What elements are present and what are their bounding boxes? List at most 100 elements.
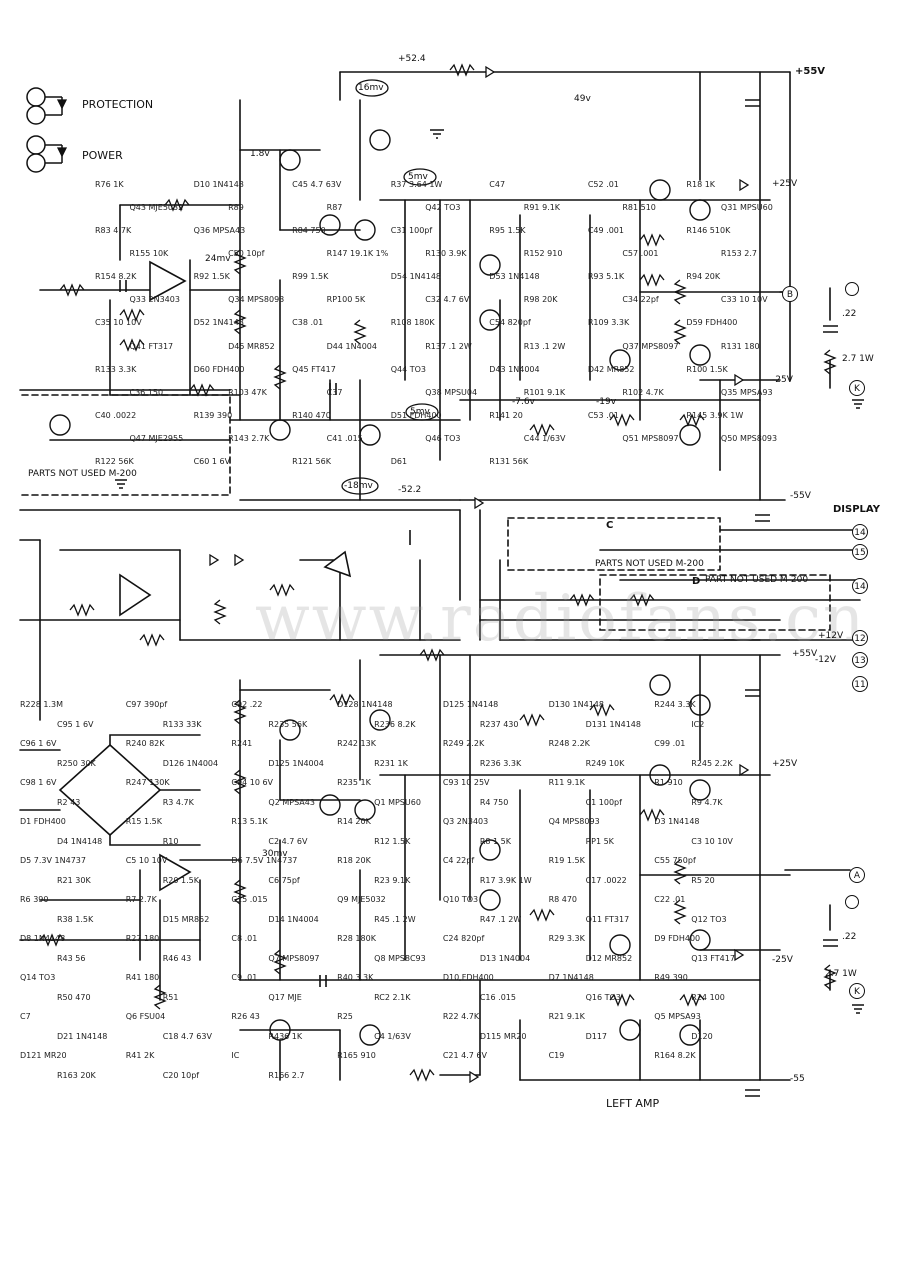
component-label: C94 10 6V bbox=[231, 778, 274, 787]
connector-13: 13 bbox=[852, 652, 868, 668]
component-label: Q43 MJE5032 bbox=[129, 203, 184, 213]
component-label: C97 390pf bbox=[125, 700, 168, 709]
component-label: R152 910 bbox=[523, 249, 563, 259]
annotation-5mv-mid: 5mv bbox=[410, 407, 430, 417]
component-label: R244 3.3K bbox=[654, 700, 696, 709]
component-label: R46 43 bbox=[162, 953, 192, 963]
component-label: R130 3.9K bbox=[425, 249, 467, 259]
component-label: C96 1 6V bbox=[20, 739, 57, 748]
component-label: R242 13K bbox=[337, 739, 376, 748]
component-label: Q41 FT317 bbox=[129, 341, 174, 351]
voltage-minus522: -52.2 bbox=[398, 485, 422, 495]
component-label: C37 bbox=[326, 387, 343, 397]
component-label: D8 1N4148 bbox=[20, 934, 66, 943]
component-label: D52 1N4148 bbox=[193, 318, 244, 328]
component-label: Q13 FT417 bbox=[691, 953, 735, 963]
component-label: R3 4.7K bbox=[162, 797, 194, 807]
component-label: D115 MR20 bbox=[479, 1031, 527, 1041]
connector-15: 15 bbox=[852, 544, 868, 560]
opamp-c-symbol bbox=[159, 853, 192, 892]
rail-neg25-b: -25V bbox=[772, 955, 793, 965]
component-label: C40 .0022 bbox=[95, 410, 137, 420]
component-label: R38 1.5K bbox=[57, 914, 94, 924]
component-label: C38 .01 bbox=[292, 318, 324, 328]
component-label: IC2 bbox=[691, 719, 705, 729]
component-label: Q6 FSU04 bbox=[125, 1012, 166, 1021]
component-label: R10 bbox=[162, 836, 179, 846]
component-label: R228 1.3M bbox=[20, 700, 63, 709]
component-label: Q4 MPS8093 bbox=[548, 817, 600, 826]
component-label: Q45 FT417 bbox=[292, 364, 336, 374]
component-label: C53 .01 bbox=[587, 410, 619, 420]
component-label: Q5 MPSA93 bbox=[654, 1012, 701, 1021]
component-label: Q2 MPSA43 bbox=[268, 797, 315, 807]
component-label: D1 FDH400 bbox=[20, 817, 66, 826]
component-label: R247 130K bbox=[125, 778, 170, 787]
annotation-16mv: 16mv bbox=[358, 83, 384, 93]
component-label: R141 20 bbox=[489, 410, 523, 420]
component-label: D42 MR852 bbox=[587, 364, 635, 374]
component-label: R23 9.1K bbox=[374, 875, 411, 885]
component-label: R241 bbox=[231, 739, 253, 748]
ic1-opamp-symbol bbox=[149, 260, 187, 302]
component-label: R92 1.5K bbox=[193, 272, 230, 282]
component-label: R51 bbox=[162, 992, 179, 1002]
component-label: R18 20K bbox=[337, 856, 371, 865]
component-label: Q34 MPS8093 bbox=[228, 295, 285, 305]
component-label: C5 10 10V bbox=[125, 856, 168, 865]
component-label: D128 1N4148 bbox=[337, 700, 393, 709]
component-label: D4 1N4148 bbox=[57, 836, 103, 846]
component-label: C49 .001 bbox=[587, 226, 624, 236]
component-label: Q3 2N3403 bbox=[442, 817, 489, 826]
component-label: R9 4.7K bbox=[691, 797, 723, 807]
annotation-5mv-top: 5mv bbox=[408, 172, 428, 182]
component-label: R143 2.7K bbox=[228, 433, 270, 443]
component-label: R95 1.5K bbox=[489, 226, 526, 236]
component-label: D131 1N4148 bbox=[585, 719, 641, 729]
annotation-24mv: 24mv bbox=[205, 254, 231, 264]
rail-neg12: -12V bbox=[815, 655, 836, 665]
component-label: D45 MR852 bbox=[228, 341, 275, 351]
component-label: C7 bbox=[20, 1012, 31, 1021]
component-label: D43 1N4004 bbox=[489, 364, 540, 374]
component-label: R236 3.3K bbox=[479, 758, 522, 768]
component-label: R12 1.5K bbox=[374, 836, 411, 846]
component-label: R248 2.2K bbox=[548, 739, 590, 748]
annotation-30mv: 30mv bbox=[262, 849, 288, 859]
component-label: R249 10K bbox=[585, 758, 625, 768]
rail-pos25-b: +25V bbox=[772, 759, 798, 769]
component-label: R76 1K bbox=[95, 180, 124, 189]
rail-pos55-top: +55V bbox=[795, 66, 826, 77]
component-label: IC bbox=[231, 1051, 240, 1060]
component-label: D13 1N4004 bbox=[479, 953, 531, 963]
component-label: D121 MR20 bbox=[20, 1051, 67, 1060]
component-label: R250 30K bbox=[57, 758, 96, 768]
component-label: C9 .01 bbox=[231, 973, 258, 982]
component-label: D53 1N4148 bbox=[489, 272, 540, 282]
speaker-terminal-bottom bbox=[845, 895, 859, 909]
component-label: R49 390 bbox=[654, 973, 688, 982]
component-label: R21 9.1K bbox=[548, 1012, 585, 1021]
component-label: R235 1K bbox=[337, 778, 371, 787]
component-label: C36 150 bbox=[129, 387, 164, 397]
component-label: R20 1.5K bbox=[162, 875, 199, 885]
component-label: R87 bbox=[326, 203, 343, 213]
voltage-plus524: +52.4 bbox=[398, 54, 426, 64]
component-label: D7 1N4148 bbox=[548, 973, 594, 982]
component-label: C20 10pf bbox=[162, 1070, 200, 1080]
component-label: R6 390 bbox=[20, 895, 49, 904]
component-label: RP1 5K bbox=[585, 836, 614, 846]
component-label: R4 750 bbox=[479, 797, 509, 807]
component-label: C55 750pf bbox=[654, 856, 696, 865]
component-label: R83 4.7K bbox=[95, 226, 132, 236]
opamp-b-symbol bbox=[119, 573, 152, 617]
component-label: R101 9.1K bbox=[523, 387, 566, 397]
component-label: R164 8.2K bbox=[654, 1051, 696, 1060]
left-amp-label: LEFT AMP bbox=[606, 1097, 660, 1110]
component-label: Q14 TO3 bbox=[20, 973, 56, 982]
component-label: R137 .1 2W bbox=[425, 341, 472, 351]
component-label: C17 .0022 bbox=[585, 875, 627, 885]
component-label: R147 19.1K 1% bbox=[326, 249, 389, 259]
component-label: Q38 MPSU04 bbox=[425, 387, 478, 397]
component-label: R236 8.2K bbox=[374, 719, 416, 729]
